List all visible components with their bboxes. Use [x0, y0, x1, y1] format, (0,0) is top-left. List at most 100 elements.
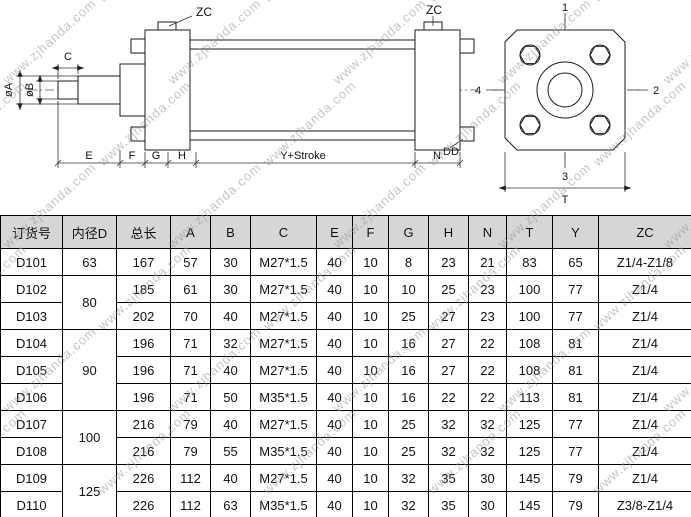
spec-value-cell: 10 — [352, 464, 389, 492]
spec-value-cell: 100 — [506, 275, 553, 303]
spec-value-cell: 145 — [506, 491, 553, 517]
spec-value-cell: 57 — [170, 248, 211, 276]
column-header: Y — [552, 215, 599, 249]
spec-value-cell: 40 — [316, 383, 353, 411]
spec-value-cell: 10 — [352, 248, 389, 276]
spec-value-cell: 79 — [170, 437, 211, 465]
spec-value-cell: 40 — [210, 410, 251, 438]
spec-value-cell: 21 — [468, 248, 507, 276]
spec-value-cell: 40 — [316, 329, 353, 357]
spec-value-cell: 40 — [210, 302, 251, 330]
column-header: 内径D — [62, 215, 117, 249]
spec-value-cell: 10 — [352, 302, 389, 330]
spec-value-cell: 79 — [552, 464, 599, 492]
spec-value-cell: 196 — [116, 356, 171, 384]
spec-value-cell: 40 — [316, 464, 353, 492]
bore-diameter-cell: 125 — [62, 464, 117, 517]
spec-value-cell: 125 — [506, 410, 553, 438]
spec-value-cell: 50 — [210, 383, 251, 411]
order-number-cell: D107 — [0, 410, 63, 438]
spec-value-cell: 77 — [552, 275, 599, 303]
order-number-cell: D101 — [0, 248, 63, 276]
spec-value-cell: M27*1.5 — [250, 302, 317, 330]
spec-value-cell: 108 — [506, 356, 553, 384]
spec-value-cell: 112 — [170, 491, 211, 517]
spec-value-cell: 40 — [316, 302, 353, 330]
spec-value-cell: 32 — [210, 329, 251, 357]
spec-value-cell: 100 — [506, 302, 553, 330]
spec-value-cell: 185 — [116, 275, 171, 303]
spec-value-cell: M35*1.5 — [250, 437, 317, 465]
spec-value-cell: 10 — [352, 491, 389, 517]
dd-label: DD — [443, 146, 459, 158]
spec-value-cell: 216 — [116, 410, 171, 438]
spec-value-cell: M27*1.5 — [250, 464, 317, 492]
spec-value-cell: 196 — [116, 329, 171, 357]
spec-value-cell: Z3/8-Z1/4 — [598, 491, 691, 517]
bore-diameter-cell: 63 — [62, 248, 117, 276]
flange-bolt — [519, 114, 541, 136]
spec-value-cell: 10 — [352, 275, 389, 303]
spec-value-cell: 10 — [352, 410, 389, 438]
spec-value-cell: 23 — [428, 248, 469, 276]
spec-value-cell: Z1/4 — [598, 302, 691, 330]
spec-value-cell: 8 — [388, 248, 429, 276]
port-left — [157, 21, 177, 31]
flange-bolt — [519, 44, 541, 66]
spec-value-cell: 23 — [468, 302, 507, 330]
flange-bolt — [589, 44, 611, 66]
spec-value-cell: 196 — [116, 383, 171, 411]
n-dim-label: N — [433, 150, 441, 162]
column-header: G — [388, 215, 429, 249]
order-number-cell: D106 — [0, 383, 63, 411]
column-header: A — [170, 215, 211, 249]
zc-left-label: ZC — [196, 5, 212, 19]
spec-value-cell: 81 — [552, 383, 599, 411]
spec-value-cell: 71 — [170, 329, 211, 357]
spec-value-cell: 27 — [428, 329, 469, 357]
dimension-chain — [54, 101, 464, 168]
spec-value-cell: M35*1.5 — [250, 383, 317, 411]
piston-rod — [77, 75, 121, 105]
spec-value-cell: 16 — [388, 356, 429, 384]
spec-value-cell: 40 — [316, 491, 353, 517]
flange-bolt — [589, 114, 611, 136]
spec-value-cell: 77 — [552, 437, 599, 465]
flange-bore-outer — [536, 61, 594, 119]
bore-diameter-cell: 80 — [62, 275, 117, 330]
zc-right-label: ZC — [426, 3, 442, 17]
spec-value-cell: M27*1.5 — [250, 275, 317, 303]
spec-value-cell: 10 — [388, 275, 429, 303]
spec-value-cell: M27*1.5 — [250, 356, 317, 384]
spec-value-cell: 23 — [468, 275, 507, 303]
callout-1-label: 1 — [562, 2, 568, 14]
spec-value-cell: 71 — [170, 356, 211, 384]
order-number-cell: D109 — [0, 464, 63, 492]
spec-value-cell: Z1/4 — [598, 275, 691, 303]
spec-value-cell: 10 — [352, 356, 389, 384]
spec-value-cell: 125 — [506, 437, 553, 465]
c-dim-label: C — [64, 51, 72, 63]
spec-value-cell: 61 — [170, 275, 211, 303]
spec-value-cell: 35 — [428, 491, 469, 517]
order-number-cell: D104 — [0, 329, 63, 357]
flange-bore-inner — [547, 72, 583, 108]
order-number-cell: D110 — [0, 491, 63, 517]
tie-rod-nuts — [130, 38, 475, 142]
spec-value-cell: 226 — [116, 464, 171, 492]
bore-diameter-cell: 90 — [62, 329, 117, 411]
spec-value-cell: Z1/4 — [598, 356, 691, 384]
spec-value-cell: 113 — [506, 383, 553, 411]
spec-value-cell: 30 — [468, 464, 507, 492]
spec-value-cell: 32 — [468, 410, 507, 438]
spec-value-cell: 77 — [552, 302, 599, 330]
cylinder-tube — [189, 39, 416, 141]
spec-value-cell: 202 — [116, 302, 171, 330]
